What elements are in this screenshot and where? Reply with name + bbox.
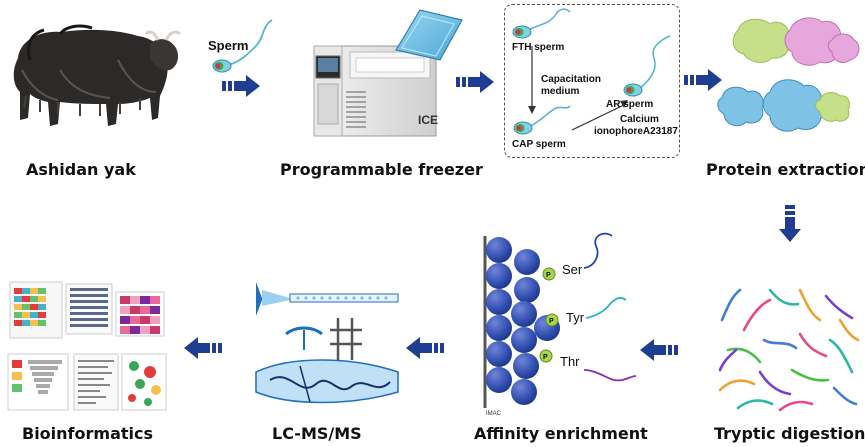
fth-sperm-label: FTH sperm	[512, 42, 565, 53]
step-label-yak: Ashidan yak	[26, 160, 136, 179]
step-label-freezer: Programmable freezer	[280, 160, 483, 179]
peptide-fragments	[718, 288, 860, 412]
phospho-label-tyr: P	[549, 318, 554, 325]
calcium-arrow	[571, 100, 628, 131]
calcium-line1: Calcium	[620, 114, 659, 125]
freezer-brand-label: ICE	[418, 113, 438, 127]
protein-blobs	[717, 17, 860, 132]
residue-ser-label: Ser	[562, 262, 583, 277]
arrow-freezer-to-capacitation	[456, 71, 494, 93]
step-label-bio: Bioinformatics	[22, 424, 153, 443]
capacitation-medium-line2: medium	[541, 86, 580, 97]
calcium-line2: ionophoreA23187	[594, 126, 678, 137]
cap-sperm-label: CAP sperm	[512, 139, 566, 150]
step-label-lcms: LC-MS/MS	[272, 424, 362, 443]
phospho-label-ser: P	[546, 272, 551, 279]
residue-thr-label: Thr	[560, 354, 580, 369]
step-label-affinity: Affinity enrichment	[474, 424, 648, 443]
step-label-protein: Protein extraction	[706, 160, 865, 179]
bioinformatics-figures	[7, 281, 167, 411]
phospho-badge-thr	[539, 349, 553, 363]
step-label-tryptic: Tryptic digestion	[714, 424, 865, 443]
sperm-label: Sperm	[208, 38, 249, 53]
arrow-affinity-to-lcms	[406, 337, 444, 359]
capacitation-medium-line1: Capacitation	[541, 74, 602, 85]
freezer-illustration	[313, 9, 463, 137]
imac-column	[483, 236, 560, 408]
sperm-icon	[212, 19, 273, 73]
ar-sperm-label: AR sperm	[606, 99, 654, 110]
fth-sperm-icon	[512, 8, 571, 39]
imac-label: IMAC	[486, 411, 501, 417]
arrow-tryptic-to-affinity	[640, 339, 678, 361]
yak-illustration	[13, 24, 182, 127]
residue-tyr-label: Tyr	[566, 310, 585, 325]
capacitation-box	[504, 4, 680, 158]
arrow-yak-to-freezer	[222, 75, 260, 97]
phospho-label-thr: P	[543, 354, 548, 361]
arrow-lcms-to-bio	[184, 337, 222, 359]
arrow-capacitation-to-protein	[684, 69, 722, 91]
arrow-protein-to-tryptic	[779, 205, 801, 242]
lcms-illustration	[255, 282, 399, 404]
peptide-chains	[583, 232, 637, 382]
ar-sperm-icon	[623, 35, 671, 97]
phospho-badge-tyr	[545, 313, 559, 327]
phospho-badge-ser	[542, 267, 556, 281]
cap-sperm-icon	[513, 105, 571, 135]
capacitation-arrow	[528, 46, 536, 114]
